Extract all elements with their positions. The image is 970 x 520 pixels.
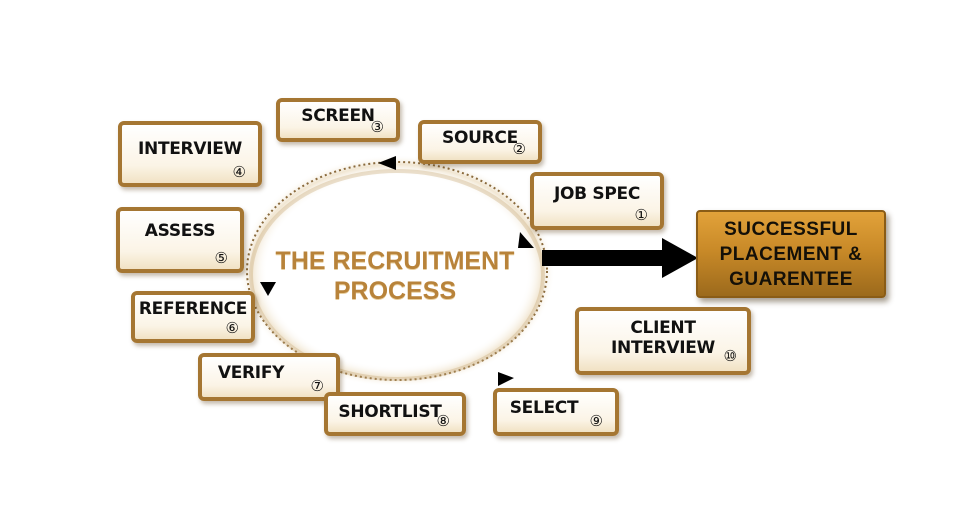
step-job-spec: JOB SPEC ①: [530, 172, 664, 230]
center-title: THE RECRUITMENT PROCESS: [275, 247, 515, 305]
step-label: SELECT: [509, 398, 579, 418]
step-label: REFERENCE: [138, 299, 248, 319]
cycle-arrowhead-left-icon: [260, 282, 276, 296]
cycle-arrowhead-bottom-icon: [498, 372, 514, 386]
step-shortlist: SHORTLIST ⑧: [324, 392, 466, 436]
step-number: ⑧: [436, 412, 450, 430]
step-label: SCREEN: [301, 106, 375, 126]
step-label: SHORTLIST: [338, 402, 442, 422]
result-arrow-head-icon: [662, 238, 698, 278]
step-number: ⑦: [310, 377, 324, 395]
cycle-arrowhead-right-icon: [518, 232, 534, 248]
step-number: ⑨: [589, 412, 603, 430]
step-select: SELECT ⑨: [493, 388, 619, 436]
step-interview: INTERVIEW ④: [118, 121, 262, 187]
step-reference: REFERENCE ⑥: [131, 291, 255, 343]
step-label: SOURCE: [442, 128, 518, 148]
step-label: ASSESS: [144, 221, 216, 241]
step-number: ⑥: [225, 319, 239, 337]
step-number: ③: [370, 118, 384, 136]
step-verify: VERIFY ⑦: [198, 353, 340, 401]
cycle-ring-inner-shadow: [249, 169, 545, 381]
step-label: INTERVIEW: [138, 139, 242, 159]
step-label: CLIENT INTERVIEW: [611, 318, 715, 358]
step-screen: SCREEN ③: [276, 98, 400, 142]
step-number: ⑩: [723, 347, 737, 365]
cycle-arrowhead-top-icon: [378, 156, 396, 170]
cycle-ring-glow: [239, 155, 555, 387]
step-label: JOB SPEC: [553, 184, 641, 204]
cycle-ring: [246, 161, 548, 381]
step-client-interview: CLIENT INTERVIEW ⑩: [575, 307, 751, 375]
result-text: SUCCESSFUL PLACEMENT & GUARENTEE: [719, 219, 863, 290]
step-number: ⑤: [214, 249, 228, 267]
step-number: ④: [232, 163, 246, 181]
step-label: VERIFY: [217, 363, 285, 383]
step-number: ①: [634, 206, 648, 224]
result-box: SUCCESSFUL PLACEMENT & GUARENTEE: [696, 210, 886, 298]
result-arrow-shaft: [542, 250, 664, 266]
step-number: ②: [512, 140, 526, 158]
step-source: SOURCE ②: [418, 120, 542, 164]
step-assess: ASSESS ⑤: [116, 207, 244, 273]
